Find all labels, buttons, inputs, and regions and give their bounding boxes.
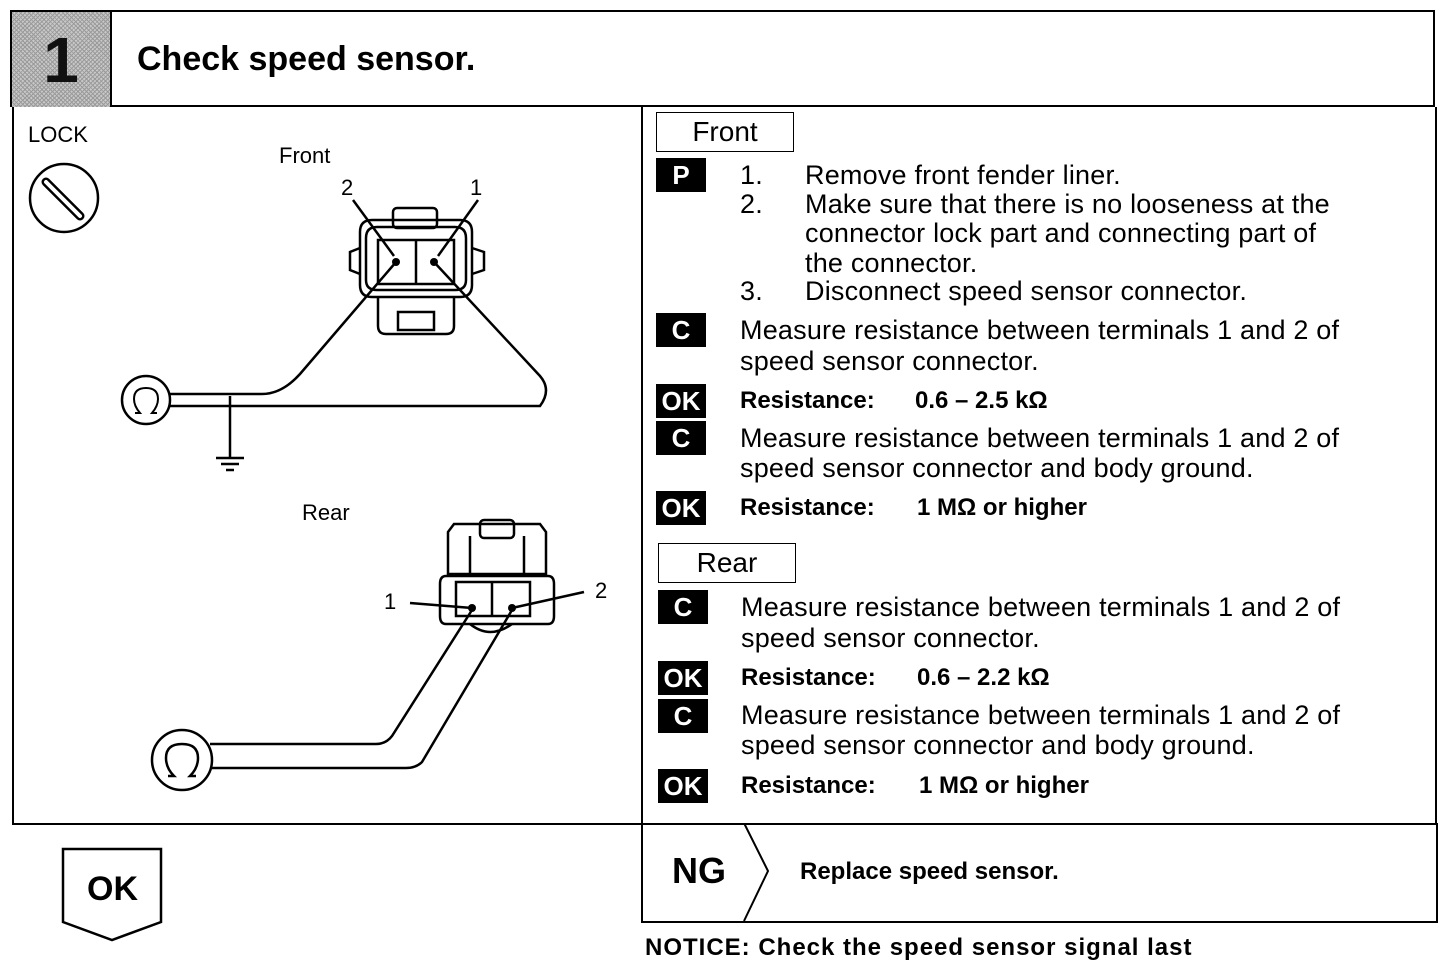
ground-symbol-icon: [216, 396, 244, 472]
step-number-box: 1: [12, 12, 112, 107]
step-header: 1 Check speed sensor.: [10, 10, 1435, 107]
front-check1-line1: Measure resistance between terminals 1 a…: [740, 315, 1340, 345]
step-title: Check speed sensor.: [137, 40, 476, 78]
rear-check1-line2: speed sensor connector.: [741, 623, 1040, 653]
ng-action-text: Replace speed sensor.: [800, 858, 1059, 885]
rear-ok1-badge: OK: [658, 661, 708, 695]
rear-ok2-badge: OK: [658, 769, 708, 803]
rear-ok2-label: Resistance:: [741, 772, 876, 799]
notice-text: NOTICE: Check the speed sensor signal la…: [645, 934, 1193, 961]
rear-ohmmeter-icon: [150, 728, 214, 792]
rear-terminal-2-label: 2: [595, 578, 608, 603]
front-check2-badge: C: [656, 421, 706, 455]
front-ok1-label: Resistance:: [740, 387, 875, 414]
rear-ok2-value: 1 MΩ or higher: [919, 772, 1089, 799]
front-section-label: Front: [656, 112, 794, 152]
step-number-2: 2.: [740, 189, 763, 219]
front-check2-line1: Measure resistance between terminals 1 a…: [740, 423, 1340, 453]
ng-result-box: [641, 823, 1438, 923]
front-check1-line2: speed sensor connector.: [740, 346, 1039, 376]
ok-result-label[interactable]: OK: [87, 870, 138, 908]
front-ohmmeter-icon: [120, 374, 172, 426]
lock-icon: [28, 162, 100, 234]
step-number-3: 3.: [740, 276, 763, 306]
step-text-2: Make sure that there is no looseness at …: [805, 189, 1330, 219]
front-terminal-1-label: 1: [470, 175, 483, 200]
ok-result-arrow[interactable]: [60, 846, 166, 944]
front-ok2-value: 1 MΩ or higher: [917, 494, 1087, 521]
step-number: 1: [43, 23, 79, 96]
step-text-2-cont2: the connector.: [805, 248, 978, 278]
rear-check2-line2: speed sensor connector and body ground.: [741, 730, 1255, 760]
rear-ok1-label: Resistance:: [741, 664, 876, 691]
rear-terminal-1-label: 1: [384, 589, 397, 614]
step-text-2-cont: connector lock part and connecting part …: [805, 218, 1317, 248]
rear-check2-badge: C: [658, 699, 708, 733]
front-check1-badge: C: [656, 313, 706, 347]
ng-chevron-icon: [743, 823, 770, 922]
front-diagram-label: Front: [279, 143, 331, 168]
step-text-1: Remove front fender liner.: [805, 160, 1121, 190]
front-terminal-2-label: 2: [341, 175, 354, 200]
rear-section-label: Rear: [658, 543, 796, 583]
step-number-1: 1.: [740, 160, 763, 190]
front-ok2-badge: OK: [656, 491, 706, 525]
rear-check1-line1: Measure resistance between terminals 1 a…: [741, 592, 1341, 622]
rear-check1-badge: C: [658, 590, 708, 624]
front-ok1-value: 0.6 – 2.5 kΩ: [915, 387, 1048, 414]
rear-ok1-value: 0.6 – 2.2 kΩ: [917, 664, 1050, 691]
column-divider: [641, 107, 643, 923]
front-check2-line2: speed sensor connector and body ground.: [740, 453, 1254, 483]
step-text-3: Disconnect speed sensor connector.: [805, 276, 1248, 306]
front-ok1-badge: OK: [656, 384, 706, 418]
lock-label: LOCK: [28, 122, 88, 147]
rear-check2-line1: Measure resistance between terminals 1 a…: [741, 700, 1341, 730]
ng-result-label[interactable]: NG: [672, 850, 726, 891]
rear-diagram-label: Rear: [302, 500, 350, 525]
front-ok2-label: Resistance:: [740, 494, 875, 521]
rear-connector-icon: [438, 518, 556, 634]
prep-badge: P: [656, 158, 706, 192]
front-connector-icon: [348, 206, 486, 336]
wiring-diagram: [28, 162, 585, 792]
